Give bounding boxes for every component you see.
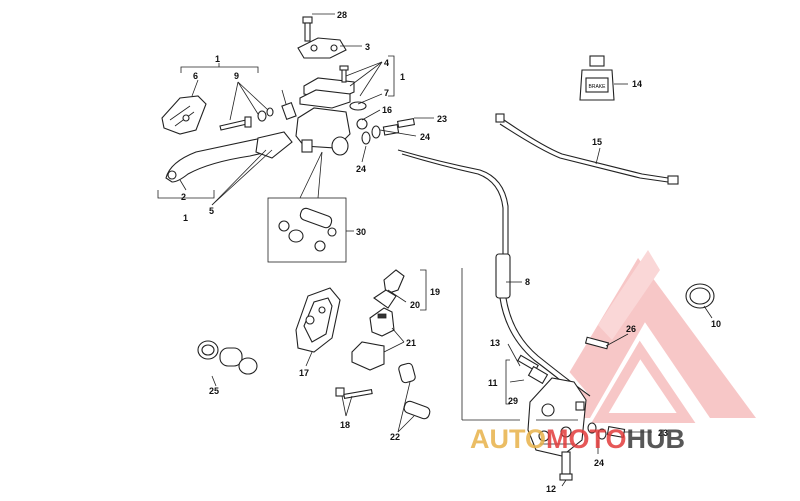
watermark-auto: AUTO [470, 424, 546, 454]
callout-16: 16 [382, 105, 392, 115]
callout-12: 12 [546, 484, 556, 494]
callout-11: 11 [488, 378, 498, 388]
watermark-logo: AUTOMOTOHUB [470, 424, 685, 454]
callout-24-top-right: 24 [420, 132, 430, 142]
callout-13: 13 [490, 338, 500, 348]
brake-hose [397, 149, 591, 401]
watermark-moto: MOTO [546, 424, 627, 454]
callout-28: 28 [337, 10, 347, 20]
callout-2: 2 [181, 192, 186, 202]
svg-text:AUTOMOTOHUB: AUTOMOTOHUB [470, 424, 685, 454]
callout-25: 25 [209, 386, 219, 396]
callout-6: 6 [193, 71, 198, 81]
callout-10: 10 [711, 319, 721, 329]
bottle-label: BRAKE [589, 84, 607, 90]
callout-15: 15 [592, 137, 602, 147]
brake-fluid-bottle: BRAKE [579, 55, 628, 101]
hose-clamp [685, 283, 715, 319]
callout-26: 26 [626, 324, 636, 334]
callout-labels: 28 3 4 1 7 16 23 24 24 1 6 9 2 1 5 30 14… [181, 10, 721, 494]
callout-1-right: 1 [400, 72, 405, 82]
callout-24-top-left: 24 [356, 164, 366, 174]
callout-24-bottom: 24 [594, 458, 604, 468]
brake-lever-group [157, 63, 297, 206]
callout-7: 7 [384, 88, 389, 98]
pads-and-seals-group [197, 269, 431, 433]
callout-1-top: 1 [215, 54, 220, 64]
callout-20: 20 [410, 300, 420, 310]
watermark-hub: HUB [627, 424, 686, 454]
callout-23-top: 23 [437, 114, 447, 124]
callout-23-bottom: 23 [658, 428, 668, 438]
brake-switch-cable [495, 113, 679, 185]
callout-17: 17 [299, 368, 309, 378]
master-cylinder-group [267, 13, 434, 263]
brake-caliper-group [461, 268, 652, 487]
callout-5: 5 [209, 206, 214, 216]
callout-22: 22 [390, 432, 400, 442]
callout-30: 30 [356, 227, 366, 237]
callout-1-bottom: 1 [183, 213, 188, 223]
callout-14: 14 [632, 79, 642, 89]
callout-9: 9 [234, 71, 239, 81]
callout-21: 21 [406, 338, 416, 348]
callout-4: 4 [384, 58, 389, 68]
callout-8: 8 [525, 277, 530, 287]
callout-3: 3 [365, 42, 370, 52]
callout-19: 19 [430, 287, 440, 297]
callout-29: 29 [508, 396, 518, 406]
callout-18: 18 [340, 420, 350, 430]
